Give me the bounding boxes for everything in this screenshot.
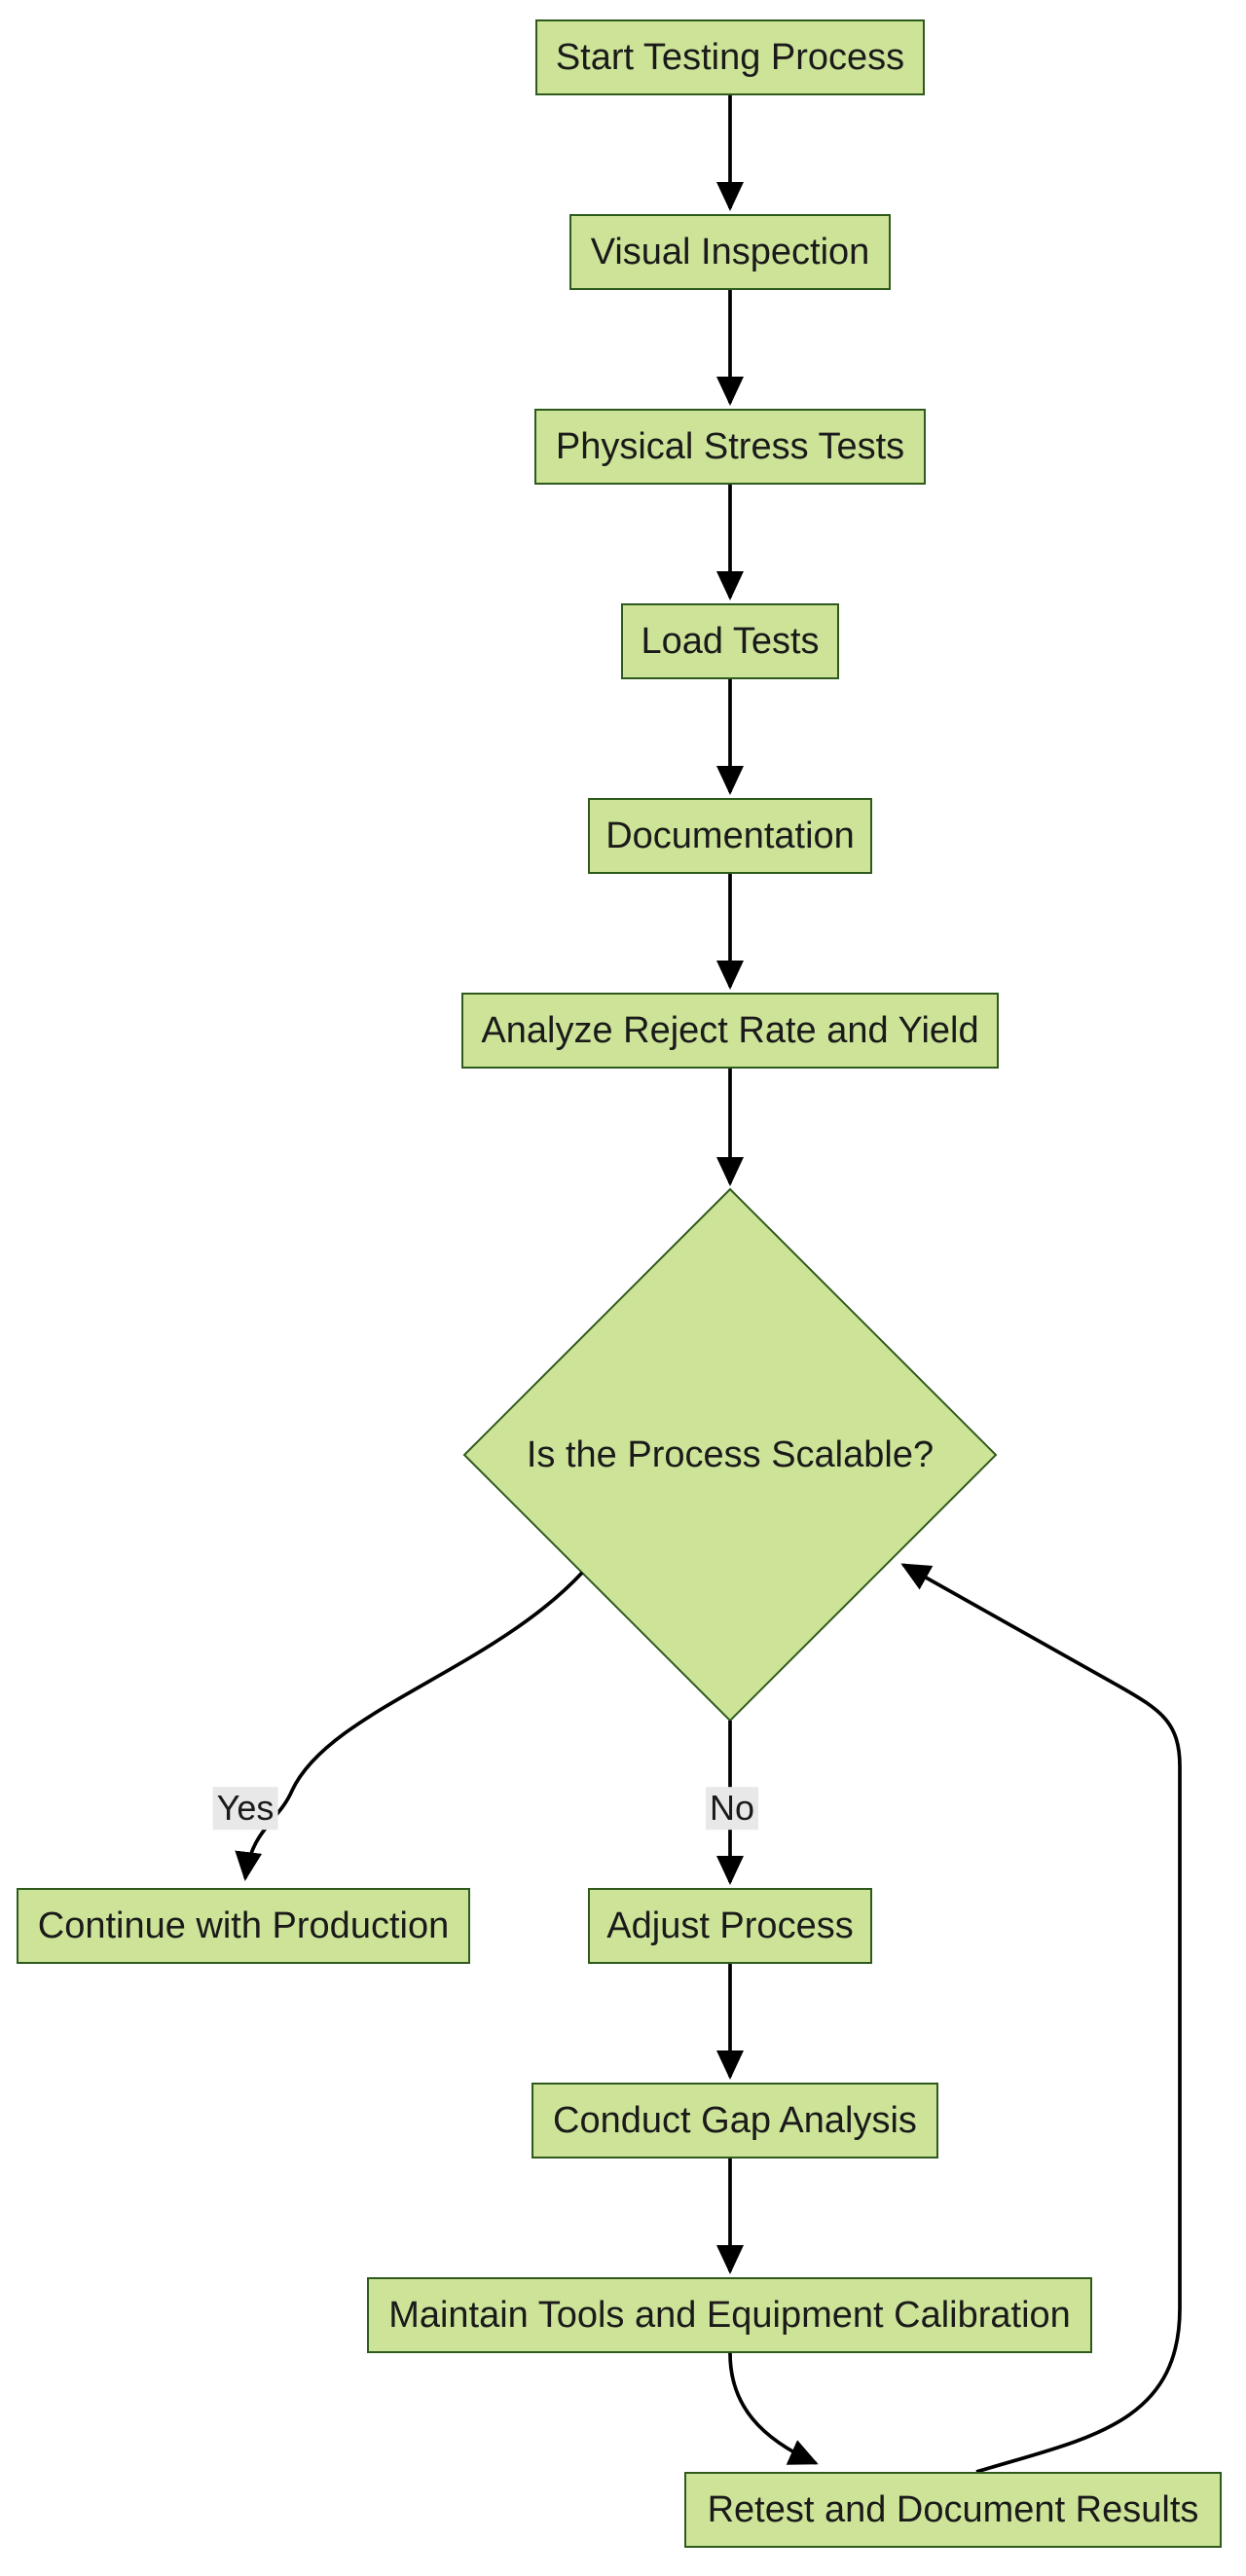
edge-retest-back-to-decision (900, 1563, 1182, 2474)
node-retest-and-document-results: Retest and Document Results (684, 2472, 1222, 2548)
node-label: Adjust Process (606, 1905, 854, 1946)
node-adjust-process: Adjust Process (588, 1888, 872, 1964)
node-continue-with-production: Continue with Production (17, 1888, 470, 1964)
node-physical-stress-tests: Physical Stress Tests (534, 409, 926, 485)
node-conduct-gap-analysis: Conduct Gap Analysis (531, 2083, 938, 2159)
edge-label-no: No (705, 1787, 759, 1830)
node-label: Load Tests (641, 621, 820, 662)
node-load-tests: Load Tests (621, 603, 839, 679)
node-label: Continue with Production (37, 1905, 450, 1946)
node-label: Is the Process Scalable? (526, 1433, 934, 1475)
node-analyze-reject-rate-and-yield: Analyze Reject Rate and Yield (461, 993, 999, 1069)
node-documentation: Documentation (588, 798, 872, 874)
edge-maintain-to-retest (728, 2352, 819, 2465)
node-label: Maintain Tools and Equipment Calibration (388, 2295, 1071, 2336)
node-label: Visual Inspection (590, 232, 870, 272)
node-start-testing-process: Start Testing Process (535, 19, 925, 95)
node-label: Start Testing Process (555, 37, 905, 78)
node-decision-is-process-scalable: Is the Process Scalable? (487, 1416, 973, 1494)
edge-label-yes: Yes (212, 1787, 278, 1830)
node-maintain-tools-and-equipment-calibration: Maintain Tools and Equipment Calibration (367, 2277, 1092, 2353)
node-label: Documentation (605, 816, 855, 856)
node-label: Physical Stress Tests (555, 426, 905, 467)
node-label: Analyze Reject Rate and Yield (481, 1010, 979, 1051)
node-visual-inspection: Visual Inspection (569, 214, 891, 290)
node-label: Retest and Document Results (707, 2489, 1199, 2530)
node-label: Conduct Gap Analysis (553, 2100, 917, 2141)
edge-decision-yes-to-continue (235, 1571, 584, 1881)
